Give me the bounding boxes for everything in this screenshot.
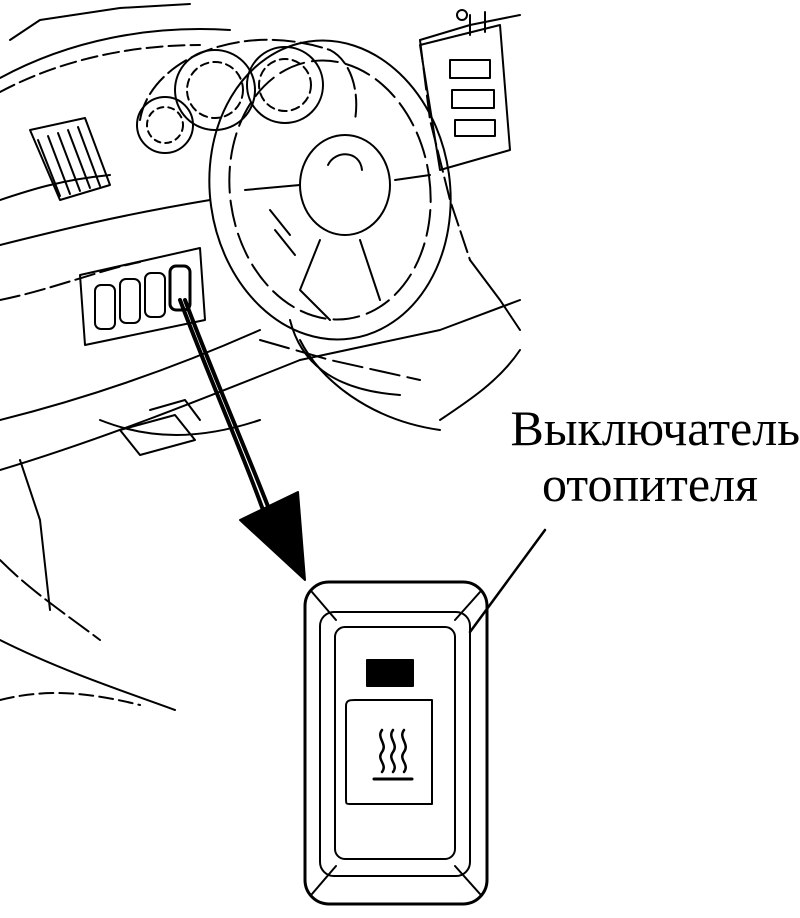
pointer-arrow [178, 298, 306, 581]
indicator-light [366, 659, 414, 687]
heater-switch-detail [303, 580, 489, 906]
dashboard-outline [0, 3, 521, 711]
seat-heater-icon [372, 728, 414, 781]
label-line-2: отопителя [541, 456, 759, 512]
label-line-1: Выключатель [510, 400, 800, 456]
air-vent [29, 117, 111, 201]
dash-switch-panel [79, 247, 206, 346]
pedal [119, 399, 201, 456]
switch-button-face [345, 699, 433, 805]
callout-leader [468, 528, 547, 634]
steering-wheel [208, 39, 452, 396]
instrument-cluster [136, 38, 358, 154]
heater-switch-label: Выключатель отопителя [440, 400, 800, 512]
center-console [419, 9, 511, 171]
